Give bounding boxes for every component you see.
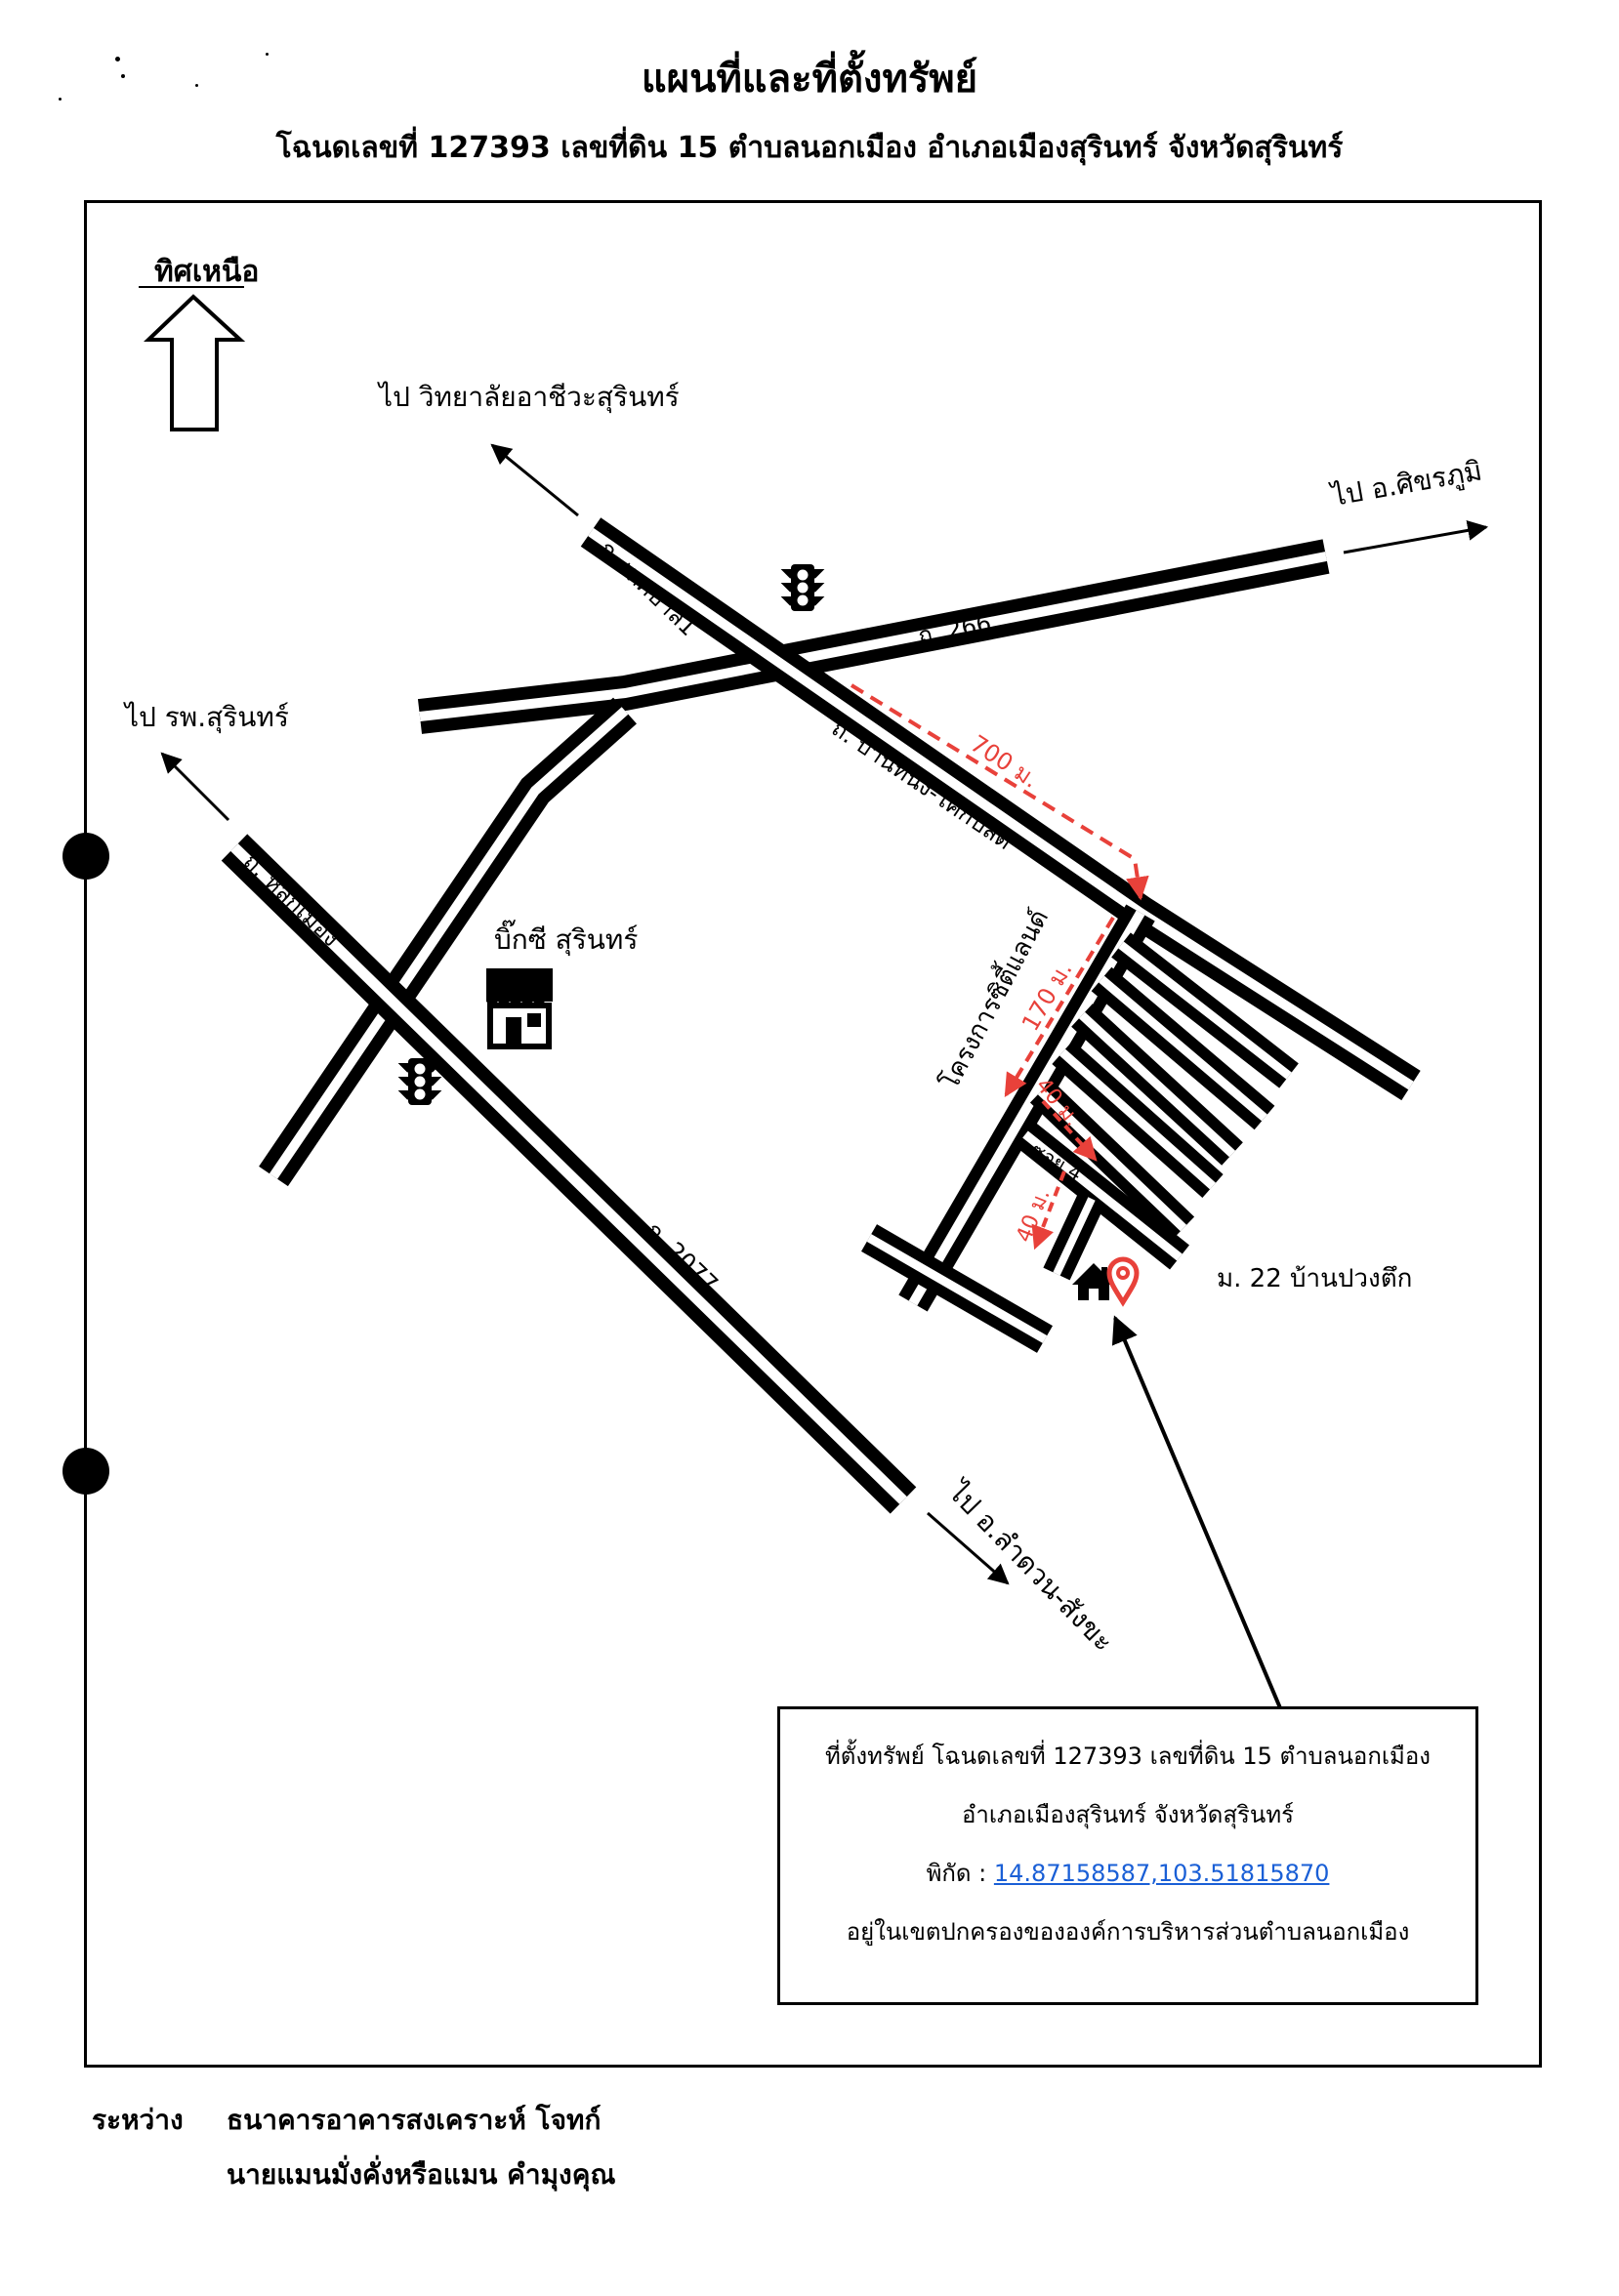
roads bbox=[221, 517, 1421, 1514]
label-to-lamduan: ไป อ.ลำดวน-สังขะ bbox=[941, 1475, 1120, 1659]
info-line-jurisdiction: อยู่ในเขตปกครองขององค์การบริหารส่วนตำบลน… bbox=[846, 1918, 1410, 1946]
road-266 bbox=[417, 539, 1330, 734]
label-to-sikhoraphum: ไป อ.ศิขรภูมิ bbox=[1328, 454, 1485, 513]
scan-speck bbox=[59, 98, 62, 101]
footer-label: ระหว่าง bbox=[92, 2104, 184, 2136]
road-connector bbox=[259, 697, 637, 1187]
distance-line-40a bbox=[1041, 1099, 1098, 1162]
punch-hole bbox=[62, 1448, 109, 1495]
scan-speck bbox=[121, 74, 125, 78]
location-pin-icon bbox=[1106, 1256, 1140, 1307]
north-arrow: ทิศเหนือ bbox=[139, 255, 259, 431]
page-subtitle: โฉนดเลขที่ 127393 เลขที่ดิน 15 ตำบลนอกเม… bbox=[275, 131, 1344, 165]
scan-speck bbox=[115, 57, 120, 62]
scan-speck bbox=[195, 84, 198, 87]
distance-markers bbox=[850, 683, 1149, 1250]
page-title: แผนที่และที่ตั้งทรัพย์ bbox=[641, 57, 978, 102]
map-frame bbox=[84, 200, 1542, 2068]
coordinates-label: พิกัด : bbox=[926, 1860, 987, 1887]
coordinates-link[interactable]: 14.87158587,103.51815870 bbox=[993, 1860, 1330, 1887]
label-bigc: บิ๊กซี สุรินทร์ bbox=[494, 920, 638, 957]
arrow-to-lamduan bbox=[927, 1511, 1010, 1585]
label-village: ม. 22 บ้านปวงตึก bbox=[1217, 1264, 1412, 1293]
label-to-college: ไป วิทยาลัยอาชีวะสุรินทร์ bbox=[377, 381, 680, 414]
label-distance-40b: 40 ม. bbox=[1012, 1186, 1055, 1247]
north-arrow-icon bbox=[144, 294, 246, 431]
road-2077 bbox=[221, 834, 917, 1514]
house-icon bbox=[1072, 1263, 1115, 1300]
info-line-coordinates: พิกัด : 14.87158587,103.51815870 bbox=[780, 1854, 1475, 1892]
label-to-hospital: ไป รพ.สุรินทร์ bbox=[123, 701, 289, 734]
distance-line-170 bbox=[1004, 916, 1115, 1098]
label-road-lakmueang: ถ. หลักเมือง bbox=[238, 847, 345, 952]
north-label: ทิศเหนือ bbox=[154, 255, 259, 289]
pointer-arrow bbox=[1111, 1315, 1283, 1711]
arrow-to-college bbox=[490, 443, 579, 517]
punch-hole bbox=[62, 833, 109, 880]
footer-party-defendant: นายแมนมั่งคั่งหรือแมน คำมุงคุณ bbox=[227, 2158, 616, 2191]
arrow-to-sikhoraphum bbox=[1343, 519, 1489, 554]
direction-arrows bbox=[160, 443, 1489, 1711]
property-info-box: ที่ตั้งทรัพย์ โฉนดเลขที่ 127393 เลขที่ดิ… bbox=[777, 1706, 1478, 2005]
distance-line-40b bbox=[1031, 1170, 1066, 1250]
info-line-deed: ที่ตั้งทรัพย์ โฉนดเลขที่ 127393 เลขที่ดิ… bbox=[824, 1742, 1432, 1770]
road-soi-4 bbox=[1043, 1192, 1105, 1281]
traffic-light-icon bbox=[780, 564, 825, 611]
arrow-to-hospital bbox=[160, 752, 230, 822]
info-line-district: อำเภอเมืองสุรินทร์ จังหวัดสุรินทร์ bbox=[961, 1801, 1295, 1828]
project-side-streets bbox=[860, 932, 1299, 1353]
store-icon bbox=[486, 968, 553, 1049]
traffic-light-icon bbox=[397, 1058, 442, 1105]
footer-party-plaintiff: ธนาคารอาคารสงเคราะห์ โจทก์ bbox=[227, 2104, 602, 2136]
scan-speck bbox=[266, 53, 269, 56]
